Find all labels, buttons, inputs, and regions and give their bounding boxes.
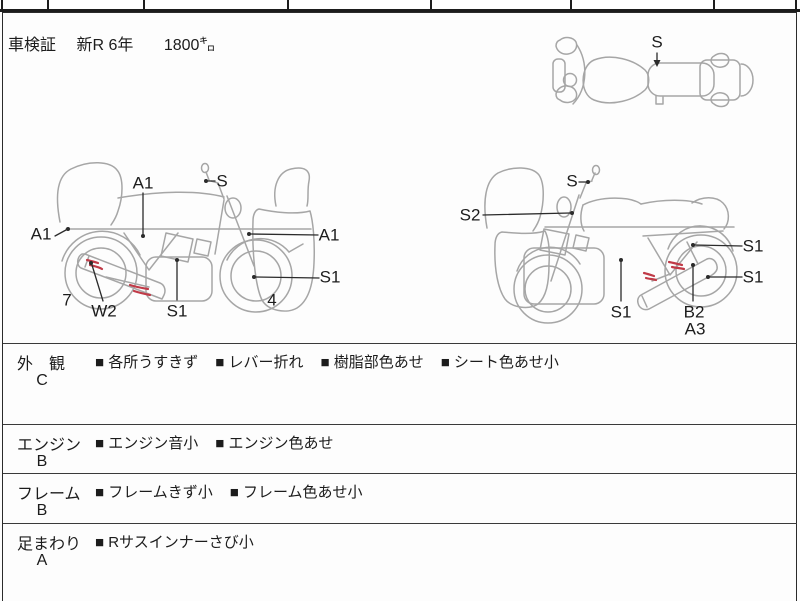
callout-label-s: S [566,171,578,191]
callout-label-4: 4 [267,290,277,310]
table-column-divider [47,0,49,9]
defect-item: ■ 樹脂部色あせ [320,354,424,371]
callout-label-s: S [216,171,228,191]
table-column-divider [570,0,572,9]
callout-label-s1: S1 [742,267,764,287]
callout-label-a3: A3 [684,319,706,339]
table-column-divider [143,0,145,9]
doc-label: 車検証 [8,37,57,54]
top-table-strip [0,0,800,12]
condition-category: フレーム [17,486,81,503]
table-column-divider [795,0,797,9]
condition-items: ■ エンジン音小 ■ エンジン色あせ [95,432,350,453]
defect-item: ■ フレームきず小 [95,484,213,501]
mileage-value: 1800㌔ [163,37,216,54]
condition-items: ■ フレームきず小 ■ フレーム色あせ小 [95,481,380,502]
callout-label-s1: S1 [166,301,188,321]
condition-category: 外 観 [17,356,66,373]
defect-item: ■ Rサスインナーさび小 [95,534,254,551]
condition-category: 足まわり [17,536,82,553]
table-column-divider [430,0,432,9]
callout-label-s2: S2 [459,205,481,225]
callout-label-s1: S1 [610,302,632,322]
callout-label-b2: B2 [683,302,705,322]
registration-year: 新R 6年 [76,37,134,54]
table-column-divider [287,0,289,9]
callout-label-w2: W2 [91,301,117,321]
condition-grade: B [36,502,48,519]
callout-label-a1: A1 [30,224,52,244]
table-column-divider [1,0,3,9]
callout-label-s1: S1 [319,267,341,287]
vehicle-info-line: 車検証 新R 6年 1800㌔ [8,31,215,55]
defect-item: ■ レバー折れ [215,354,304,371]
defect-item: ■ エンジン色あせ [215,435,334,452]
table-column-divider [713,0,715,9]
condition-grade: B [36,453,48,470]
defect-item: ■ エンジン音小 [95,435,199,452]
condition-items: ■ 各所うすきず ■ レバー折れ ■ 樹脂部色あせ ■ シート色あせ小 [95,351,576,372]
condition-category: エンジン [17,437,82,454]
callout-label-7: 7 [62,290,72,310]
defect-item: ■ 各所うすきず [95,354,199,371]
condition-grade: C [36,372,48,389]
callout-label-s1: S1 [742,236,764,256]
callout-label-a1: A1 [132,173,154,193]
defect-item: ■ フレーム色あせ小 [229,484,363,501]
defect-item: ■ シート色あせ小 [440,354,559,371]
condition-grade: A [36,552,48,569]
condition-items: ■ Rサスインナーさび小 [95,531,271,552]
callout-label-a1: A1 [318,225,340,245]
callout-label-s: S [651,32,663,52]
